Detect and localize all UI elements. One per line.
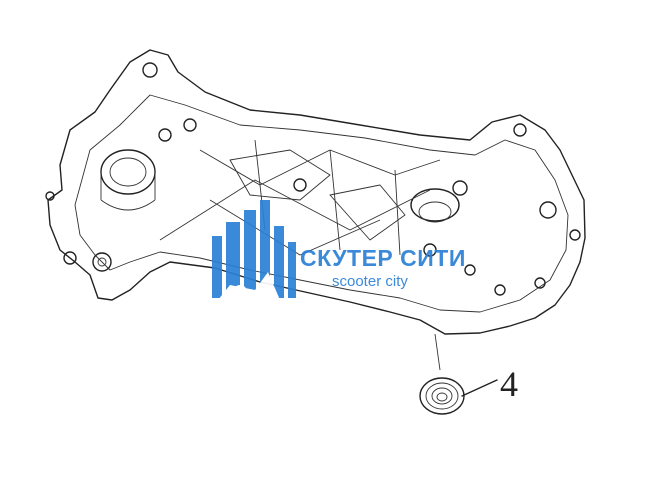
crankcase-half <box>45 49 586 335</box>
watermark: СКУТЕР СИТИ scooter city <box>212 200 466 300</box>
watermark-logo <box>212 200 296 300</box>
callout-number: 4 <box>500 364 518 404</box>
watermark-subtitle: scooter city <box>332 273 408 290</box>
leader-lines <box>434 333 498 397</box>
oil-seal-part <box>419 377 465 415</box>
watermark-title: СКУТЕР СИТИ <box>300 245 466 271</box>
